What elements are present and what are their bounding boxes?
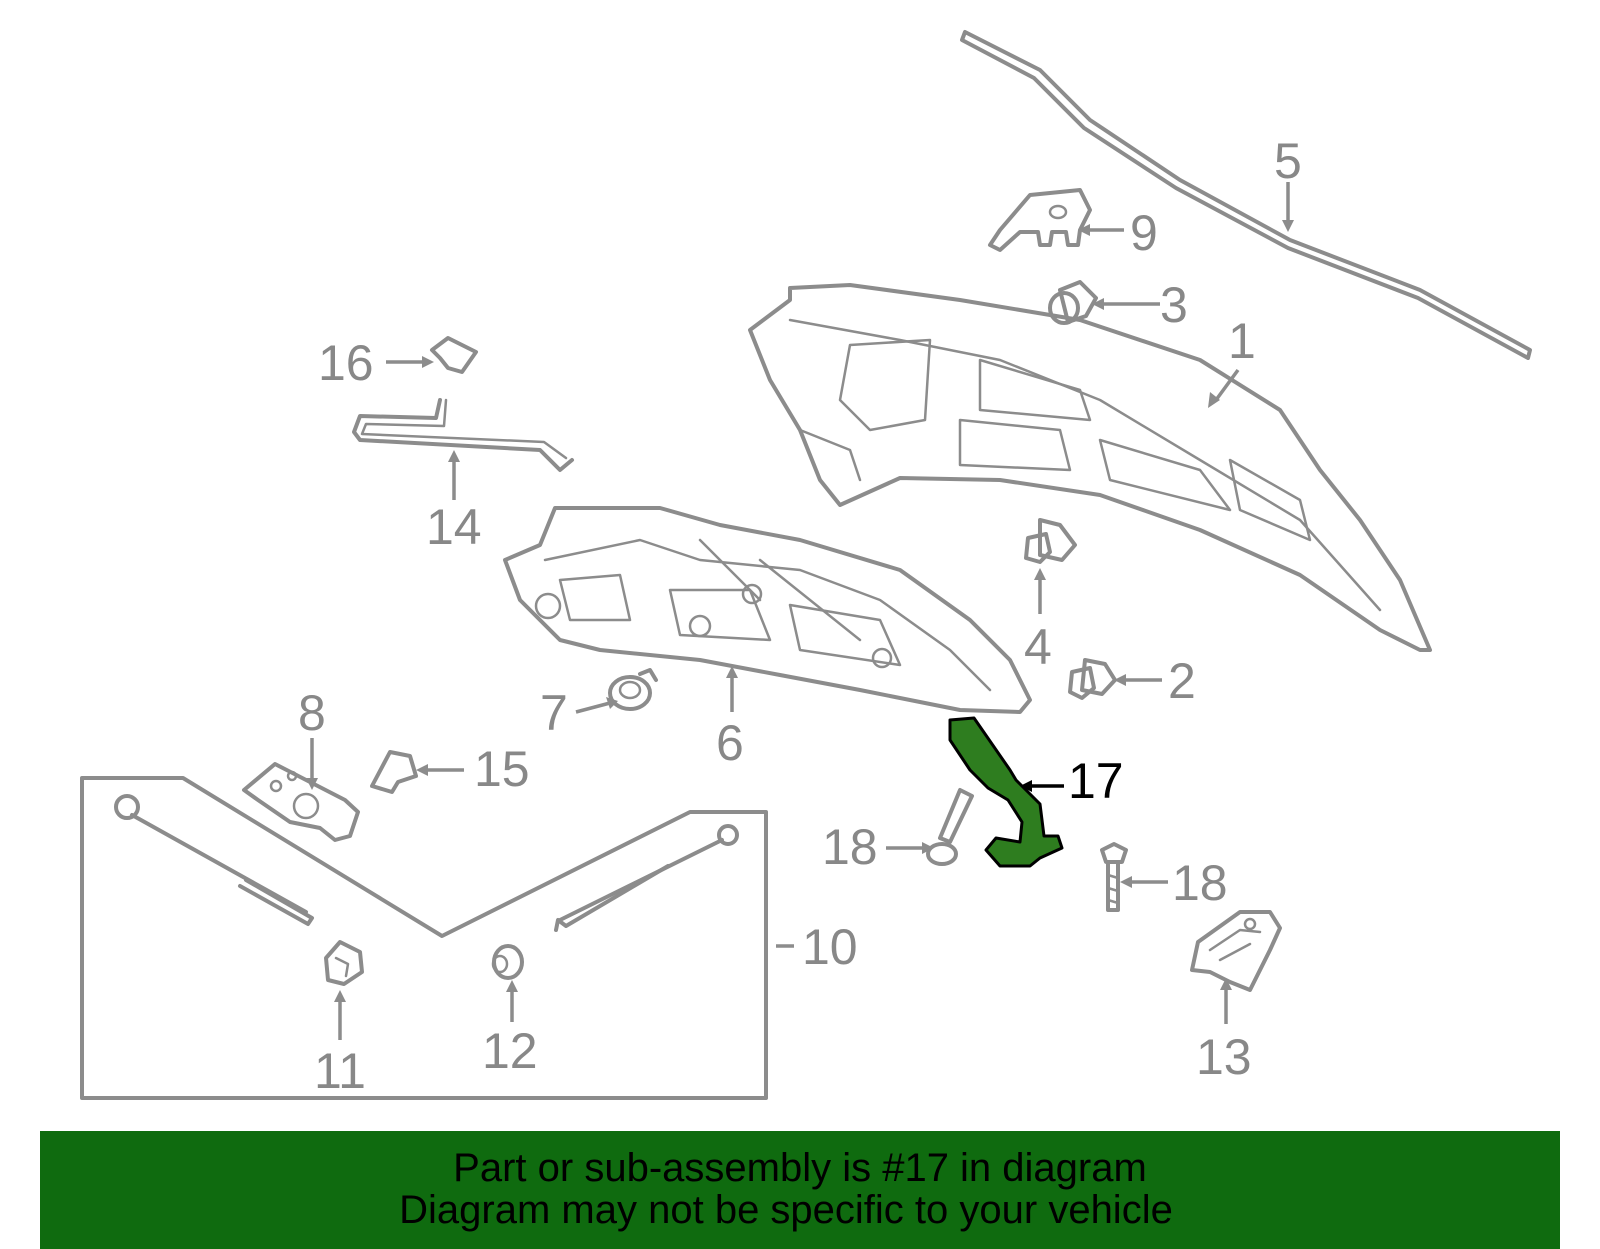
part-11-clip[interactable] (324, 940, 364, 986)
callout-18-left[interactable]: 18 (822, 819, 878, 875)
callout-1[interactable]: 1 (1228, 313, 1256, 369)
callout-5[interactable]: 5 (1274, 133, 1302, 189)
part-18-bolt-left[interactable] (926, 788, 974, 866)
part-14-prop-rod[interactable] (352, 398, 574, 472)
part-7-clip[interactable] (608, 668, 658, 711)
part-13-latch[interactable] (1190, 910, 1282, 992)
callout-4[interactable]: 4 (1024, 619, 1052, 675)
part-16-clip[interactable] (430, 336, 478, 374)
part-12-ball-stud[interactable] (491, 944, 524, 980)
part-8-bracket[interactable] (242, 762, 360, 842)
part-9-bracket[interactable] (988, 188, 1092, 252)
callout-12[interactable]: 12 (482, 1023, 538, 1079)
callout-7[interactable]: 7 (540, 685, 568, 741)
callout-14[interactable]: 14 (426, 499, 482, 555)
callout-13[interactable]: 13 (1196, 1029, 1252, 1085)
callout-11[interactable]: 11 (314, 1043, 366, 1099)
callout-labels: 1 2 3 4 5 6 7 8 9 10 11 12 13 14 15 16 1… (298, 133, 1302, 1099)
callout-18-right[interactable]: 18 (1172, 855, 1228, 911)
callout-8[interactable]: 8 (298, 685, 326, 741)
callout-6[interactable]: 6 (716, 715, 744, 771)
part-18-bolt-right[interactable] (1100, 842, 1128, 912)
part-1-hood[interactable] (748, 283, 1432, 652)
callout-9[interactable]: 9 (1130, 205, 1158, 261)
callout-17[interactable]: 17 (1068, 753, 1124, 809)
part-17-hinge-highlighted[interactable] (948, 716, 1064, 868)
callout-2[interactable]: 2 (1168, 653, 1196, 709)
banner-line-2: Diagram may not be specific to your vehi… (399, 1188, 1173, 1232)
banner-line-1: Part or sub-assembly is #17 in diagram (453, 1146, 1147, 1190)
callout-16[interactable]: 16 (318, 335, 374, 391)
callout-3[interactable]: 3 (1160, 277, 1188, 333)
callout-10[interactable]: 10 (802, 919, 858, 975)
part-6-insulator[interactable] (503, 506, 1032, 714)
part-5-weatherstrip[interactable] (960, 30, 1532, 360)
part-15-clip[interactable] (370, 750, 418, 794)
leader-lines (306, 182, 1294, 1040)
info-banner: Part or sub-assembly is #17 in diagram D… (40, 1131, 1560, 1249)
part-10-strut-kit[interactable] (80, 776, 768, 1100)
part-2-bumper[interactable] (1068, 658, 1117, 700)
part-4-bumper[interactable] (1024, 518, 1077, 564)
callout-15[interactable]: 15 (474, 741, 530, 797)
